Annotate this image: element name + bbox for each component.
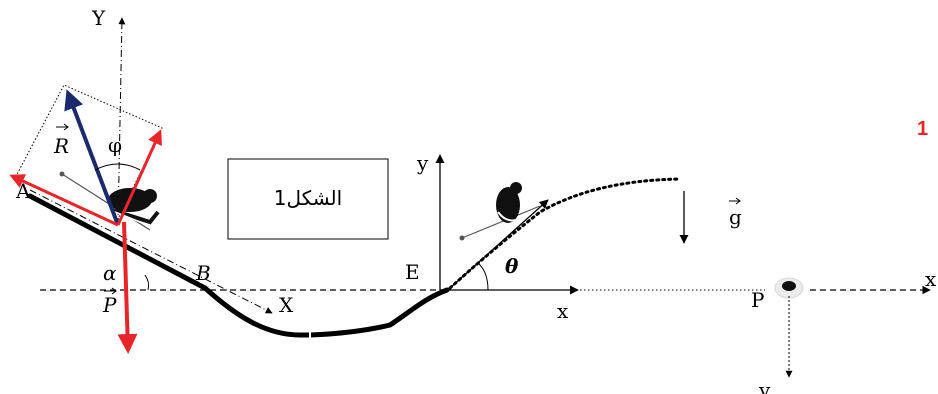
target-disc-icon — [774, 277, 804, 299]
figure-label: الشكل1 — [274, 186, 342, 210]
incline-x-axis — [29, 189, 273, 314]
weight-vector — [117, 221, 138, 354]
force-parallelogram — [13, 84, 163, 226]
R-vector-label: R — [53, 134, 69, 158]
x-axis-P-label: x — [925, 267, 937, 291]
phi-label: φ — [108, 133, 122, 157]
phi-angle-arc — [94, 163, 141, 171]
side-number: 1 — [917, 118, 928, 140]
skier-jumping-icon — [459, 182, 541, 241]
alpha-label: α — [103, 261, 117, 285]
alpha-angle-arc — [144, 274, 150, 291]
theta-label: θ — [505, 254, 519, 278]
g-vector-arrowhead — [729, 197, 741, 205]
trajectory-curve — [448, 177, 682, 290]
Y-axis-label: Y — [91, 6, 106, 30]
P-vector-label: P — [102, 293, 117, 317]
R-vector-arrowhead — [56, 123, 69, 131]
theta-angle-arc — [477, 262, 489, 291]
ski-track — [27, 193, 450, 338]
X-axis-label: X — [279, 293, 294, 317]
E-label: E — [405, 260, 420, 284]
y-axis-P-label: y — [758, 378, 771, 394]
B-label: B — [195, 261, 211, 285]
x-axis-E-label: x — [557, 299, 569, 323]
figure-label-box — [227, 158, 389, 240]
y-axis-E-label: y — [416, 151, 429, 175]
P-vector-arrowhead — [104, 287, 117, 295]
g-label: g — [729, 205, 742, 229]
friction-component-vector — [9, 174, 119, 227]
normal-component-vector — [116, 129, 162, 226]
reaction-vector — [64, 89, 120, 226]
A-label: A — [15, 179, 31, 203]
P-point-label: P — [751, 288, 764, 312]
